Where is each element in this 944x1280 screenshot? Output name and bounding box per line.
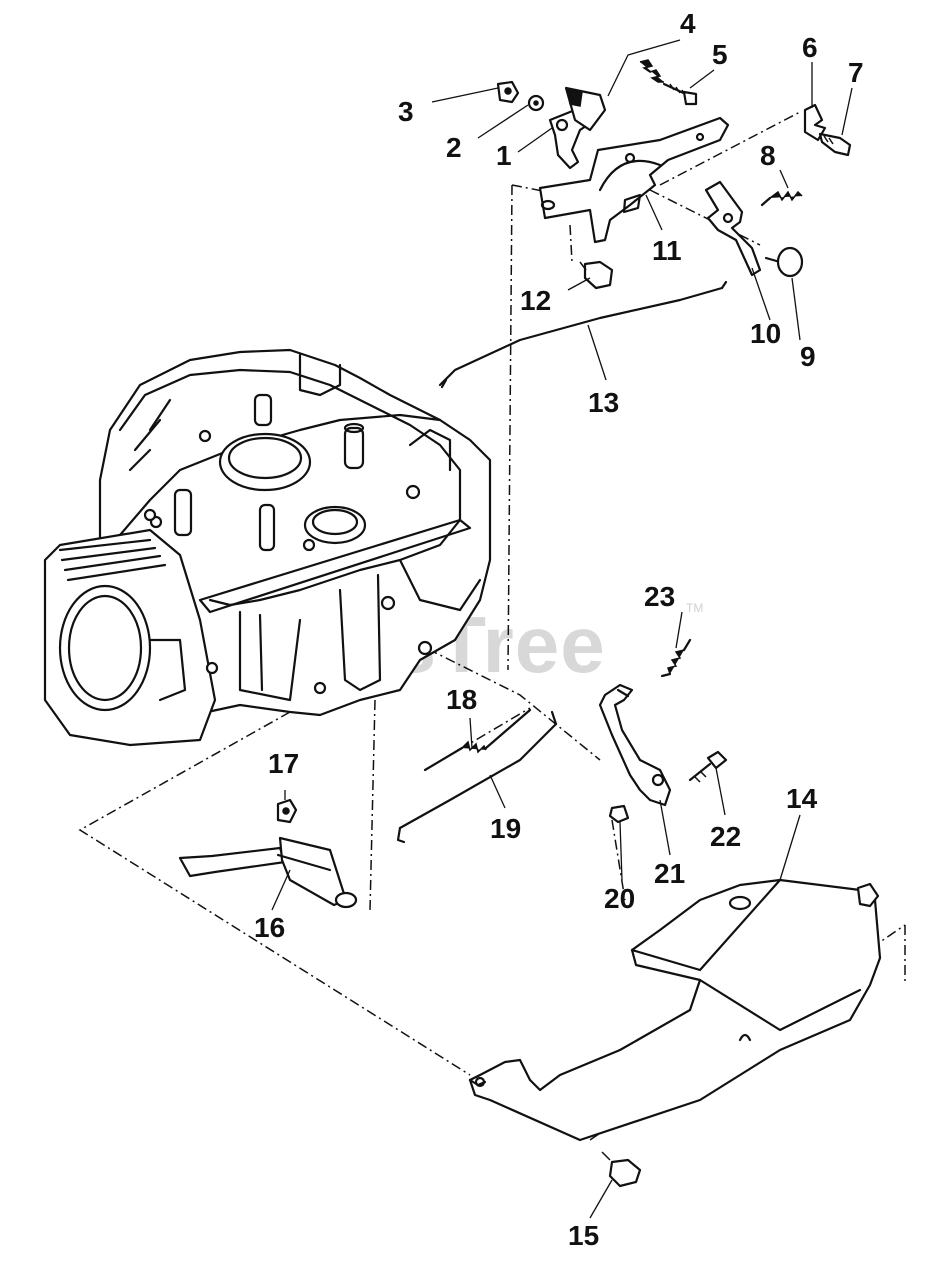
part-17-nut xyxy=(276,798,298,824)
callout-10: 10 xyxy=(750,318,781,349)
part-3-nut xyxy=(496,80,520,104)
callout-12: 12 xyxy=(520,285,551,316)
part-14-air-guide xyxy=(468,878,882,1142)
part-5-screw xyxy=(662,82,698,106)
callout-22: 22 xyxy=(710,821,741,852)
callout-3: 3 xyxy=(398,96,414,127)
part-15-bolt xyxy=(601,1151,642,1188)
watermark-trademark: TM xyxy=(686,601,703,615)
part-13-rod xyxy=(438,280,728,389)
callout-17: 17 xyxy=(268,748,299,779)
part-9-knob xyxy=(764,246,804,278)
callout-14: 14 xyxy=(786,783,818,814)
part-6-clip xyxy=(803,103,827,142)
part-23-spring xyxy=(660,638,692,678)
part-4-spring xyxy=(639,59,664,83)
callout-6: 6 xyxy=(802,32,818,63)
part-20-nut xyxy=(608,804,630,824)
part-22-bolt xyxy=(688,750,728,783)
part-8-spring xyxy=(760,190,803,207)
part-1-control-lever xyxy=(548,86,607,170)
callout-1: 1 xyxy=(496,140,512,171)
callout-13: 13 xyxy=(588,387,619,418)
callout-18: 18 xyxy=(446,684,477,715)
callout-9: 9 xyxy=(800,341,816,372)
callout-23: 23 xyxy=(644,581,675,612)
callout-21: 21 xyxy=(654,858,685,889)
part-11-bracket xyxy=(538,116,730,244)
callout-5: 5 xyxy=(712,39,728,70)
callout-19: 19 xyxy=(490,813,521,844)
part-7-screw xyxy=(818,132,852,157)
callout-labels: 1 2 3 4 5 6 7 8 9 10 11 12 13 14 15 16 1… xyxy=(254,8,864,1251)
engine-block xyxy=(43,348,492,747)
callout-7: 7 xyxy=(848,57,864,88)
part-21-governor-lever xyxy=(598,683,672,807)
leader-lines xyxy=(271,39,853,1219)
part-18-spring xyxy=(423,708,532,772)
callout-4: 4 xyxy=(680,8,696,39)
callout-2: 2 xyxy=(446,132,462,163)
callout-20: 20 xyxy=(604,883,635,914)
callout-8: 8 xyxy=(760,140,776,171)
part-2-washer xyxy=(527,94,545,112)
part-10-lever xyxy=(704,180,762,277)
callout-16: 16 xyxy=(254,912,285,943)
part-16-governor-shaft xyxy=(178,836,358,909)
part-12-bolt xyxy=(579,260,614,290)
callout-11: 11 xyxy=(652,235,682,266)
part-19-rod xyxy=(396,710,558,844)
callout-15: 15 xyxy=(568,1220,599,1251)
